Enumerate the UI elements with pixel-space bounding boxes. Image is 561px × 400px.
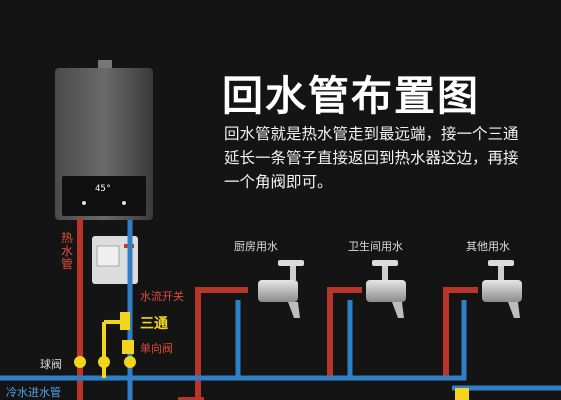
heater-control-panel	[62, 176, 146, 216]
ball-valve	[74, 356, 86, 368]
cold-inlet-label: 冷水进水管	[6, 386, 61, 399]
flow-switch-label: 水流开关	[140, 290, 184, 303]
description-text: 回水管就是热水管走到最远端，接一个三通延长一条管子直接返回到热水器这边，再接一个…	[224, 125, 519, 191]
other-label: 其他用水	[466, 240, 510, 253]
hot-pipe-other	[443, 287, 478, 378]
faucet-icon	[258, 260, 304, 318]
hot-pipe-bathroom	[327, 287, 362, 378]
check-valve	[122, 340, 134, 354]
kitchen-label: 厨房用水	[234, 240, 278, 253]
bathroom-label: 卫生间用水	[348, 240, 403, 253]
ball-valve	[124, 356, 136, 368]
heater-vent	[98, 60, 112, 70]
heater-button-icon	[122, 201, 126, 205]
page-title: 回水管布置图	[222, 72, 480, 120]
faucet-icon	[482, 260, 522, 318]
controller-screen	[96, 245, 120, 267]
ball-valve	[98, 356, 110, 368]
check-valve-label: 单向阀	[140, 342, 173, 355]
hot-pipe-kitchen	[195, 287, 248, 400]
corner-valve	[455, 388, 469, 400]
heater-display-temp: 45°	[95, 184, 112, 194]
heater-button-icon	[82, 201, 86, 205]
tee-fitting	[120, 312, 130, 330]
return-pipe-other	[350, 300, 467, 381]
ball-valve-label: 球阀	[40, 358, 62, 371]
return-pipe-kitchen	[235, 300, 353, 381]
hot-water-pipe-label: 热水管	[60, 231, 73, 271]
faucet-icon	[366, 260, 406, 318]
tee-label: 三通	[140, 316, 168, 332]
